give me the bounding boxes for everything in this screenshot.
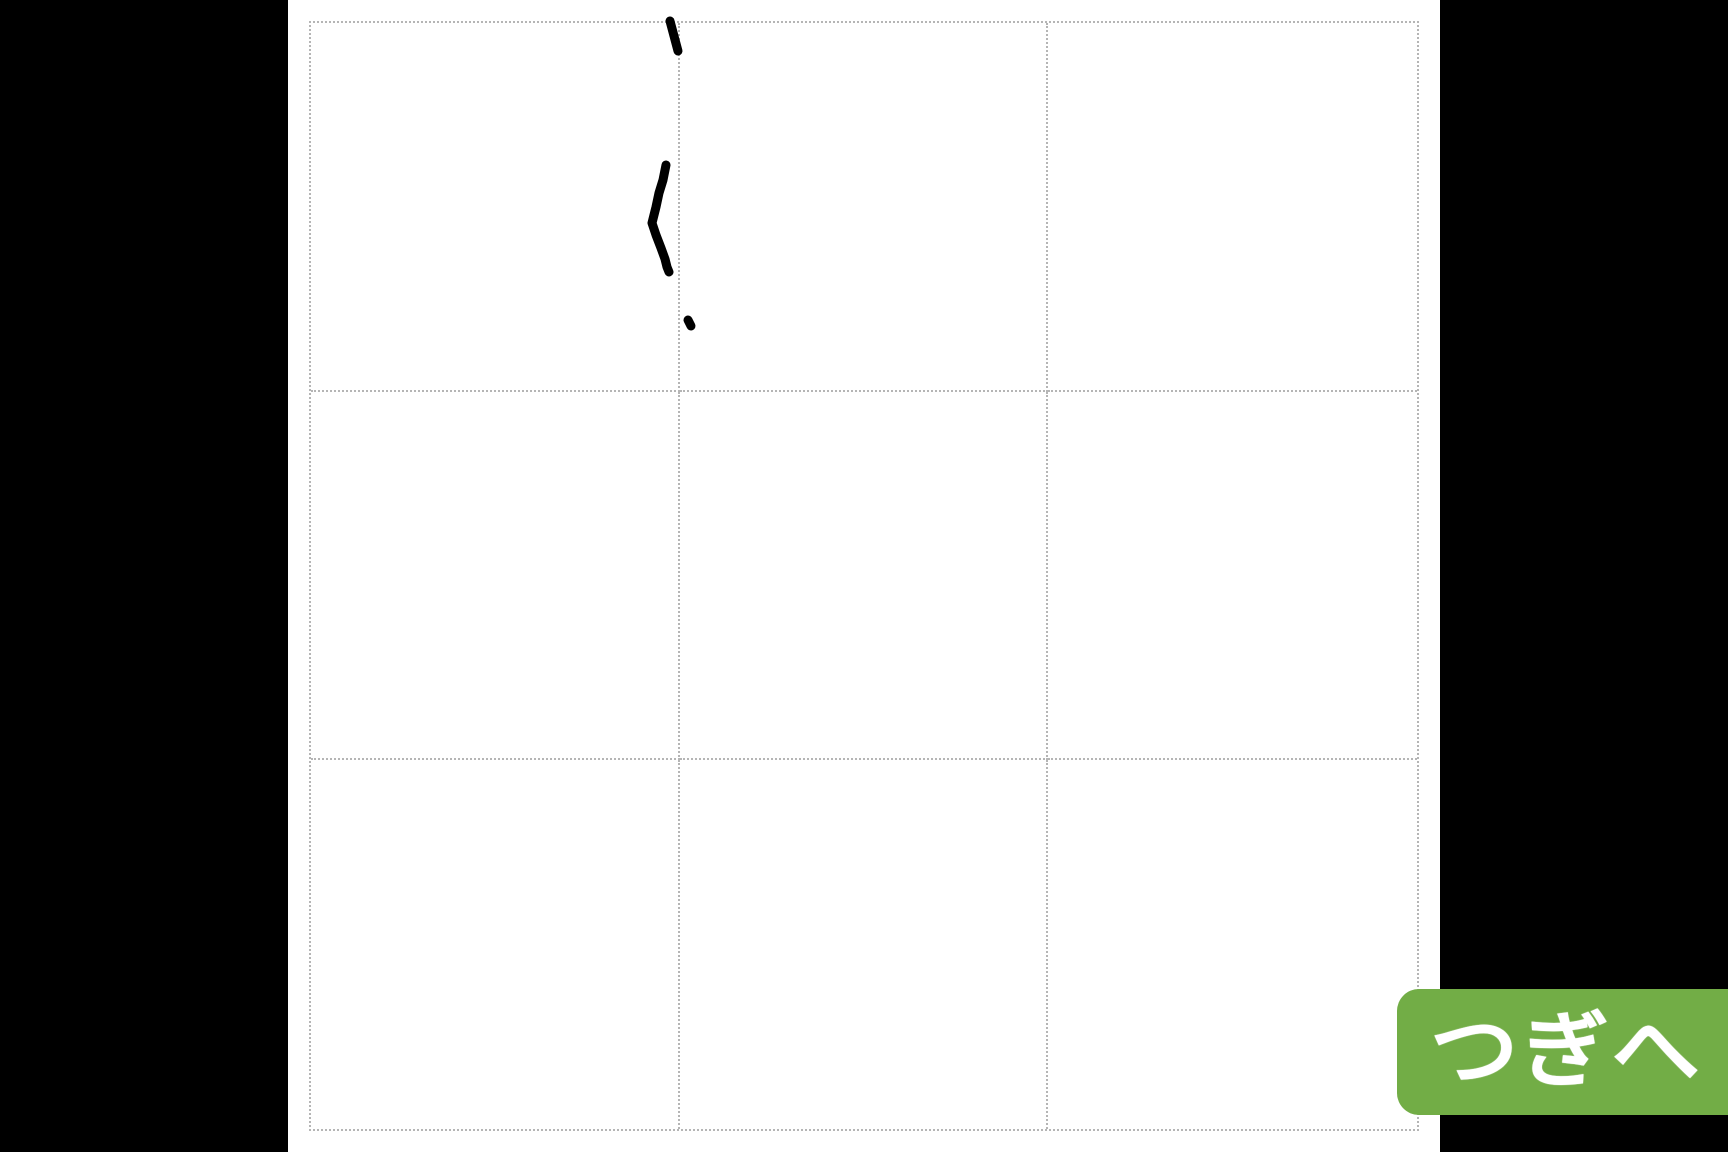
grid-cell[interactable] bbox=[680, 760, 1049, 1129]
grid-cell[interactable] bbox=[679, 23, 1049, 392]
grid-cell[interactable] bbox=[311, 760, 680, 1129]
grid-cell[interactable] bbox=[1048, 760, 1417, 1129]
grid-cell[interactable] bbox=[1048, 392, 1417, 761]
grid-cell[interactable] bbox=[1048, 23, 1417, 392]
next-button-label: つぎへ bbox=[1430, 1004, 1703, 1099]
next-button[interactable]: つぎへ bbox=[1397, 989, 1728, 1115]
grid-cell[interactable] bbox=[311, 23, 680, 392]
writing-paper[interactable] bbox=[288, 0, 1440, 1152]
grid-cell[interactable] bbox=[679, 391, 1049, 761]
practice-grid[interactable] bbox=[309, 21, 1419, 1131]
grid-cell[interactable] bbox=[311, 391, 680, 761]
